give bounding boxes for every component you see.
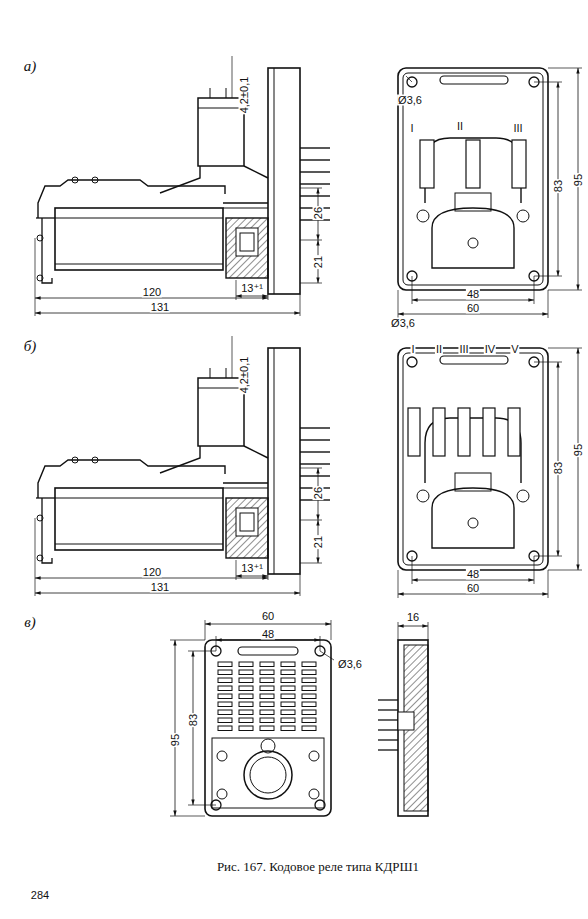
contact-slot (302, 726, 316, 731)
contact-slot (260, 662, 274, 667)
dimension: 95 (170, 733, 181, 747)
contact-slot (260, 710, 274, 715)
dimension: 131 (150, 302, 170, 313)
dimension: 95 (573, 173, 584, 187)
page-number: 284 (30, 890, 50, 901)
contact-slot (218, 710, 232, 715)
contact-number: IV (484, 344, 496, 355)
dimension: 13⁺¹ (240, 283, 264, 294)
dimension: 60 (466, 583, 480, 594)
contact-slot (281, 702, 295, 707)
contact-slot (218, 718, 232, 723)
contact-number: II (435, 344, 443, 355)
contact-slot (239, 726, 253, 731)
view-letter: в) (23, 615, 37, 630)
contact-slot (218, 702, 232, 707)
dimension: 21 (313, 255, 324, 269)
contact-slot (218, 686, 232, 691)
dimension: 83 (553, 179, 564, 193)
contact-slot (302, 678, 316, 683)
dimension: Ø3,6 (337, 659, 363, 670)
dimension: 48 (466, 569, 480, 580)
contact-number: II (456, 121, 464, 132)
contact-springs-b (408, 408, 520, 456)
contact-slot (281, 718, 295, 723)
dimension: 21 (313, 535, 324, 549)
dimension: Ø3,6 (390, 318, 416, 329)
contact-slot (260, 678, 274, 683)
contact-slot (302, 718, 316, 723)
contact-slot (281, 678, 295, 683)
contact-slot (281, 670, 295, 675)
dimension: 26 (313, 486, 324, 500)
view-letter: б) (23, 339, 38, 354)
dimension: 60 (261, 611, 275, 622)
contact-slot (218, 678, 232, 683)
dimension: 95 (573, 443, 584, 457)
contact-slot (281, 694, 295, 699)
plug-view (170, 620, 334, 816)
contact-slot (239, 670, 253, 675)
contact-slot (302, 686, 316, 691)
contact-slot (218, 694, 232, 699)
contact-slot (260, 670, 274, 675)
contact-slot (302, 710, 316, 715)
contact-number: I (409, 123, 414, 134)
contact-slot (281, 662, 295, 667)
contact-number: III (512, 123, 523, 134)
dimension: 83 (188, 713, 199, 727)
contact-slot (218, 670, 232, 675)
plug-side-view (378, 622, 428, 816)
dimension: 26 (313, 206, 324, 220)
dimension: 4,2±0,1 (239, 356, 250, 395)
contact-slot (239, 662, 253, 667)
dimension: 120 (142, 567, 162, 578)
contact-slot (218, 726, 232, 731)
contact-slot (281, 726, 295, 731)
view-letter: а) (23, 59, 38, 74)
contact-slot (239, 678, 253, 683)
contact-slot (281, 686, 295, 691)
contact-number: III (458, 344, 469, 355)
contact-number: V (510, 344, 519, 355)
contact-slot (260, 702, 274, 707)
dimension: 60 (466, 303, 480, 314)
contact-slot (218, 662, 232, 667)
contact-slot (260, 686, 274, 691)
contact-slot (302, 670, 316, 675)
figure-caption: Рис. 167. Кодовое реле типа КДРШ1 (216, 860, 420, 873)
dimension: 131 (150, 582, 170, 593)
contact-slot (302, 694, 316, 699)
dimension: Ø3,6 (397, 95, 423, 106)
contact-slot (260, 718, 274, 723)
dimension: 4,2±0,1 (239, 76, 250, 115)
contact-slot (239, 702, 253, 707)
dimension: 48 (261, 629, 275, 640)
contact-slot (239, 718, 253, 723)
dimension: 16 (406, 612, 420, 623)
dimension: 48 (466, 289, 480, 300)
dimension: 83 (553, 461, 564, 475)
contact-slot (260, 694, 274, 699)
dimension: 13⁺¹ (240, 563, 264, 574)
contact-number: I (410, 344, 415, 355)
contact-slot (281, 710, 295, 715)
contact-slot (239, 686, 253, 691)
contact-slot (302, 702, 316, 707)
contact-slot (239, 710, 253, 715)
contact-slot (302, 662, 316, 667)
contact-springs-a (406, 76, 526, 188)
contact-slot (239, 694, 253, 699)
dimension: 120 (142, 287, 162, 298)
contact-slot (260, 726, 274, 731)
